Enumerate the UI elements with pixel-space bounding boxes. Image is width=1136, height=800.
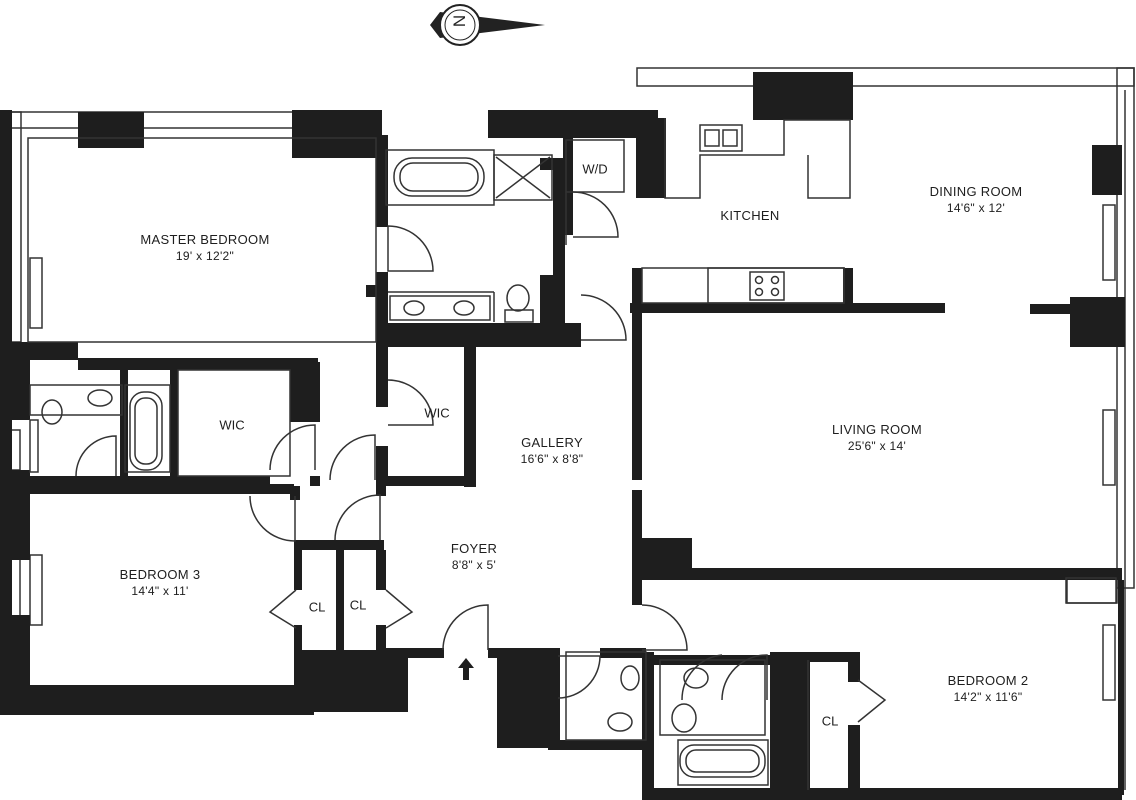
compass-letter: N <box>450 14 469 28</box>
door-master-gallery <box>329 434 376 481</box>
room-name: BEDROOM 2 <box>947 673 1029 688</box>
toilet-bath2 <box>683 667 709 689</box>
room-name: KITCHEN <box>720 208 780 223</box>
room-dims: 8'8" x 5' <box>451 558 497 572</box>
toilet-powder <box>620 665 640 691</box>
door-wic-hall <box>387 379 434 426</box>
room-kitchen: KITCHEN <box>700 207 800 224</box>
door-bath2b <box>681 654 723 701</box>
room-dims: 16'6" x 8'8" <box>520 452 584 466</box>
bathtub-bath2 <box>679 744 766 778</box>
room-dims: 14'4" x 11' <box>131 584 189 598</box>
door-cl-left <box>268 589 297 629</box>
door-bath-master <box>75 435 117 477</box>
door-kitchen <box>580 294 627 341</box>
room-name: GALLERY <box>521 435 583 450</box>
door-wic-master <box>269 424 316 471</box>
room-dims: 19' x 12'2" <box>175 249 235 263</box>
room-gallery: GALLERY 16'6" x 8'8" <box>492 434 612 468</box>
sink-master-1 <box>403 300 425 316</box>
bathtub-bath3 <box>129 391 163 471</box>
room-name: BEDROOM 3 <box>119 567 201 582</box>
door-powder <box>557 655 601 699</box>
door-cl-bedroom2 <box>857 679 887 723</box>
door-master-bath <box>387 225 434 272</box>
room-dims: 25'6" x 14' <box>847 439 907 453</box>
room-bedroom-3: BEDROOM 3 14'4" x 11' <box>90 566 230 600</box>
door-bath2 <box>721 654 768 701</box>
room-dims: 14'6" x 12' <box>946 201 1006 215</box>
sink-master-2 <box>453 300 475 316</box>
room-master-bedroom: MASTER BEDROOM 19' x 12'2" <box>105 231 305 265</box>
door-foyer <box>334 494 381 541</box>
room-living: LIVING ROOM 25'6" x 14' <box>797 421 957 455</box>
toilet-master <box>506 284 530 312</box>
label-wd: W/D <box>582 161 608 177</box>
room-name: LIVING ROOM <box>832 422 922 437</box>
door-bedroom2 <box>641 604 688 651</box>
bathtub-master <box>393 157 485 197</box>
window-frame-north-kitchen <box>636 67 1135 87</box>
room-foyer: FOYER 8'8" x 5' <box>414 540 534 574</box>
room-dining: DINING ROOM 14'6" x 12' <box>896 183 1056 217</box>
room-name: DINING ROOM <box>929 184 1023 199</box>
room-name: MASTER BEDROOM <box>140 232 270 247</box>
label-cl-right: CL <box>349 597 367 613</box>
door-wd <box>572 191 619 238</box>
north-arrow-icon <box>430 4 545 46</box>
label-wic-hall: WIC <box>424 405 450 421</box>
label-cl-bedroom2: CL <box>821 713 839 729</box>
sink-bath3 <box>87 389 113 407</box>
room-dims: 14'2" x 11'6" <box>953 690 1023 704</box>
sink-bath2 <box>671 703 697 733</box>
window-frame-north-master <box>2 111 304 129</box>
sink-powder <box>607 712 633 732</box>
master-bedroom-outline <box>27 137 377 343</box>
toilet-bath3 <box>41 399 63 425</box>
door-cl-right <box>385 589 414 629</box>
room-bedroom-2: BEDROOM 2 14'2" x 11'6" <box>918 672 1058 706</box>
cooktop-icon <box>749 271 785 301</box>
entry-arrow-icon <box>458 658 474 680</box>
door-entry <box>442 604 489 651</box>
label-cl-left: CL <box>308 599 326 615</box>
kitchen-sink-icon <box>699 124 743 152</box>
label-wic-master: WIC <box>219 417 245 433</box>
walls <box>0 72 1125 800</box>
room-name: FOYER <box>450 541 498 556</box>
door-bedroom3 <box>249 495 296 542</box>
